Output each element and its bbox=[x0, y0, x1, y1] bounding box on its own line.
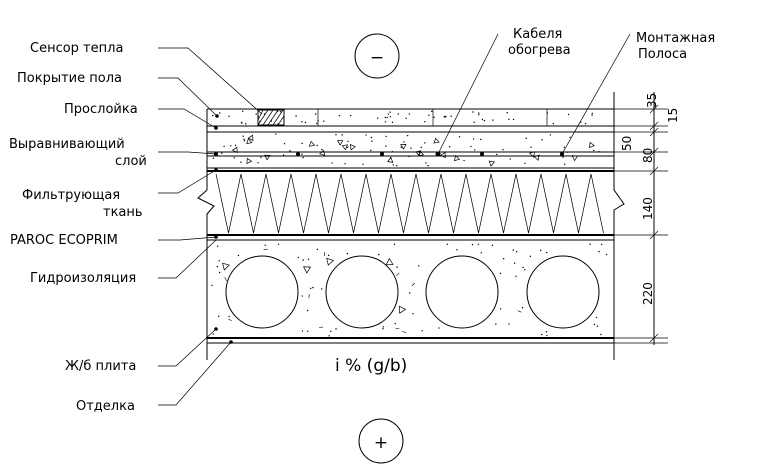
leader-lines bbox=[158, 33, 631, 406]
plus-symbol: + bbox=[358, 418, 404, 464]
sensor-box bbox=[257, 109, 285, 126]
slope-label: i % (g/b) bbox=[335, 356, 407, 376]
label-sensor: Сенсор тепла bbox=[30, 41, 123, 56]
plus-sign: + bbox=[374, 433, 388, 453]
layer-lines bbox=[197, 92, 625, 360]
heating-cables bbox=[214, 151, 564, 157]
dim-140: 140 bbox=[641, 197, 655, 220]
label-paroc: PAROC ECOPRIM bbox=[10, 233, 118, 248]
label-strip-2: Полоса bbox=[638, 47, 687, 62]
dim-15: 15 bbox=[666, 108, 680, 123]
label-leveling-2: слой bbox=[115, 154, 147, 169]
label-waterproof: Гидроизоляция bbox=[30, 271, 136, 286]
label-floor-cover: Покрытие пола bbox=[17, 71, 122, 86]
label-filter-2: ткань bbox=[103, 205, 143, 220]
label-filter-1: Фильтрующая bbox=[22, 188, 120, 203]
hollow-cores bbox=[225, 255, 600, 329]
dim-50: 50 bbox=[620, 136, 634, 151]
label-slab: Ж/б плита bbox=[65, 359, 136, 374]
label-leveling-1: Выравнивающий bbox=[9, 137, 125, 152]
dim-220: 220 bbox=[641, 282, 655, 305]
label-finish: Отделка bbox=[76, 399, 135, 414]
dim-35: 35 bbox=[645, 93, 659, 108]
minus-sign: − bbox=[370, 48, 384, 68]
insulation-zigzag bbox=[215, 173, 604, 234]
label-cables-1: Кабеля bbox=[513, 27, 562, 42]
label-strip-1: Монтажная bbox=[636, 31, 715, 46]
dimension-chain bbox=[614, 92, 668, 345]
dim-80: 80 bbox=[641, 148, 655, 163]
label-interlayer: Прослойка bbox=[64, 102, 138, 117]
label-cables-2: обогрева bbox=[508, 43, 571, 58]
minus-symbol: − bbox=[354, 33, 400, 79]
concrete-texture bbox=[211, 110, 608, 337]
